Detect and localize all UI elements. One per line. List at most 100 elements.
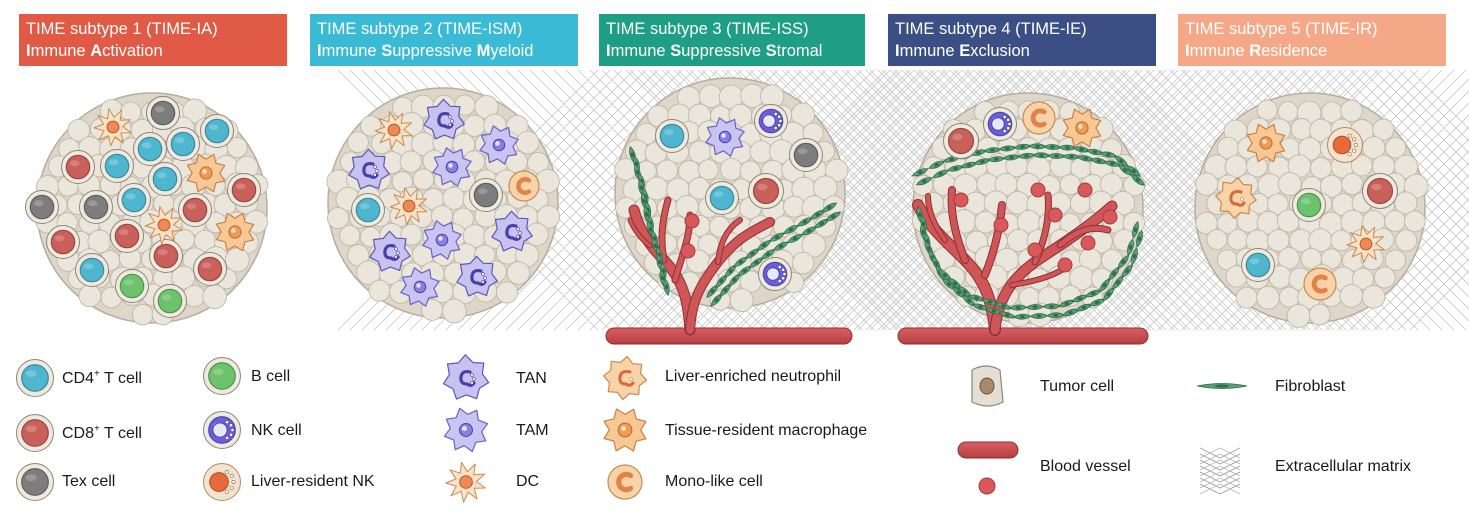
legend-label-tam: TAM [516, 422, 549, 439]
red-blood-cell [1077, 182, 1093, 198]
tumor-cell-icon [971, 365, 1004, 407]
header-title: TIME subtype 2 (TIME-ISM) [317, 20, 523, 38]
legend-label-dc: DC [516, 473, 540, 490]
vessel-branch-fill [982, 202, 1005, 278]
cd8-t-cell-icon [16, 414, 54, 452]
tex-cell [789, 138, 823, 172]
legend-label-nk: NK cell [251, 422, 302, 439]
subtitle-part: ctivation [102, 42, 163, 60]
fibroblast-icon [1196, 383, 1248, 389]
red-blood-cell [953, 192, 969, 208]
tex-cell-icon [16, 463, 54, 501]
legend-label-len: Liver-enriched neutrophil [665, 368, 842, 385]
header-subtitle: Immune Exclusion [895, 40, 1156, 62]
cd4-t-cell [351, 193, 385, 227]
red-blood-cell [1047, 207, 1063, 223]
cd8-t-cell [46, 225, 80, 259]
legend-label-tumor: Tumor cell [1040, 378, 1115, 395]
tam-cell [705, 117, 745, 157]
vessel-branch-fill [1057, 225, 1111, 248]
dc-cell [374, 111, 413, 150]
fibroblast-band [916, 205, 1143, 320]
subtitle-part: tromal [776, 42, 823, 60]
tam-cell [479, 125, 519, 165]
subtitle-part: R [1249, 42, 1262, 60]
subtitle-part: I [317, 42, 322, 60]
fibroblast [782, 225, 800, 234]
cd8-t-cell [110, 219, 144, 253]
cd4-t-cell [148, 162, 182, 196]
nk-cell-icon [203, 411, 241, 449]
tissue-resident-macrophage [186, 153, 226, 193]
cd8-t-cell [193, 252, 227, 286]
header-time-ism: TIME subtype 2 (TIME-ISM) Immune Suppres… [310, 14, 578, 66]
fibroblast [1136, 229, 1143, 248]
subtitle-part: I [895, 42, 900, 60]
liver-resident-nk-icon [203, 463, 241, 501]
subtitle-part: S [381, 42, 393, 60]
tam-cell [432, 147, 472, 187]
fibroblast [1127, 238, 1134, 257]
legend-label-trm: Tissue-resident macrophage [665, 422, 868, 439]
subtitle-part: mmune [30, 42, 91, 60]
subtitle-part: esidence [1261, 42, 1328, 60]
legend-icons-layer [16, 354, 1248, 503]
red-blood-cell [993, 217, 1009, 233]
header-time-ir: TIME subtype 5 (TIME-IR) Immune Residenc… [1178, 14, 1446, 66]
fibroblast-band [629, 145, 670, 297]
mono-like-cell [508, 170, 540, 202]
fibroblast [1032, 152, 1051, 159]
red-blood-cell [684, 213, 700, 229]
subtitle-part: mmune [610, 42, 671, 60]
cd4-t-cell [200, 114, 234, 148]
vessels-time-iss [605, 196, 853, 345]
extracellular-matrix-icon [1199, 447, 1241, 495]
cd8-t-cell [149, 239, 183, 273]
fibroblast [1002, 154, 1021, 161]
cd4-t-cell [75, 253, 109, 287]
mono-like-cell [1022, 101, 1056, 135]
cd8-t-cell [748, 173, 784, 209]
subtitle-part: uppressive [392, 42, 477, 60]
header-subtitle: Immune Activation [26, 40, 287, 62]
cd8-t-cell [61, 150, 95, 184]
header-time-ia: TIME subtype 1 (TIME-IA) Immune Activati… [19, 14, 287, 66]
fibroblast [1042, 303, 1061, 310]
fibroblast [981, 298, 999, 306]
header-title: TIME subtype 1 (TIME-IA) [26, 20, 218, 38]
fibroblast-band [706, 202, 842, 307]
legend-label-fibro: Fibroblast [1275, 378, 1346, 395]
vessel-branch-fill [948, 187, 968, 263]
tam-cell [422, 220, 462, 260]
fibroblasts-time-ie [911, 143, 1146, 320]
legend-label-tex: Tex cell [62, 473, 116, 490]
fibroblast [825, 211, 842, 222]
subtitle-part: E [959, 42, 971, 60]
legend-label-cd4: CD4+ T cell [62, 368, 142, 387]
tissue-resident-macrophage [215, 212, 255, 252]
legend-label-tan: TAN [516, 370, 547, 387]
tan-cell [491, 210, 533, 252]
legend-label-ecm: Extracellular matrix [1275, 458, 1412, 475]
tissue-resident-macrophage [1246, 123, 1286, 163]
blood-vessel-base [897, 327, 1149, 345]
subtitle-part: mmune [899, 42, 960, 60]
header-title: TIME subtype 5 (TIME-IR) [1185, 20, 1378, 38]
tex-cell [469, 178, 503, 212]
fibroblast [1131, 247, 1138, 266]
tan-icon [442, 354, 490, 400]
cells-time-iss [655, 104, 823, 291]
fibroblast [1043, 144, 1062, 150]
vessel-branch-fill [659, 197, 671, 263]
liver-enriched-neutrophil-icon [602, 355, 648, 401]
fibroblast [768, 232, 786, 242]
blood-vessel-icon [957, 441, 1019, 495]
header-subtitle: Immune Residence [1185, 40, 1446, 62]
cd4-t-cell-icon [16, 359, 54, 397]
subtitle-part: I [1185, 42, 1190, 60]
cd4-t-cell [117, 183, 151, 217]
tex-cell [25, 190, 59, 224]
fibroblast [911, 168, 929, 177]
